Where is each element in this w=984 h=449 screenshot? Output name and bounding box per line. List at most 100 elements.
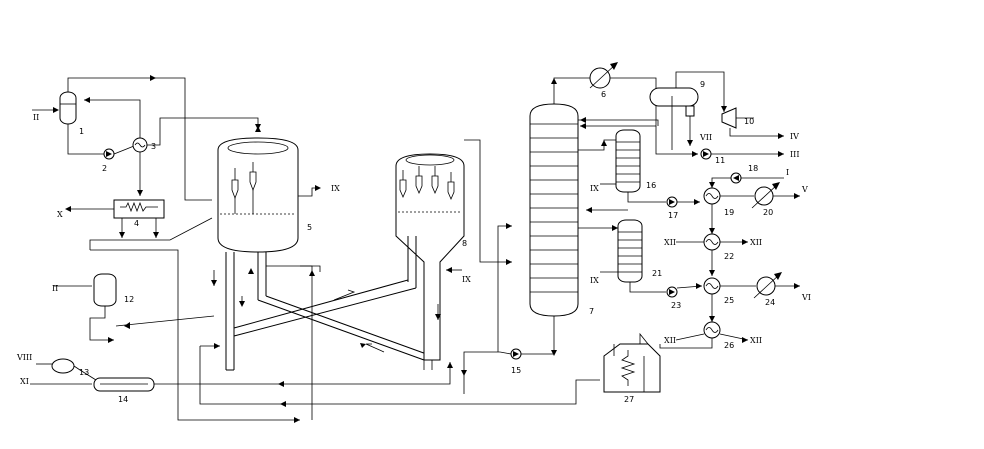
flow-arrow — [551, 78, 557, 84]
left-collector-line — [90, 249, 300, 421]
flow-arrow — [248, 268, 254, 274]
flow-arrow — [119, 232, 125, 238]
pump-17 — [666, 196, 678, 208]
flow-arrow — [580, 123, 586, 129]
label-16: 16 — [646, 181, 656, 190]
flow-arrow — [709, 270, 715, 276]
bottom-line-27 — [199, 346, 600, 405]
flow-arrow — [551, 350, 557, 356]
line-2-to-3 — [113, 145, 135, 155]
exchanger-19 — [703, 187, 721, 205]
label-10: 10 — [744, 117, 754, 126]
stream-IX-21-label: IX — [590, 276, 599, 285]
exchanger-3 — [132, 137, 148, 153]
flow-arrow — [580, 117, 586, 123]
flow-arrow — [360, 343, 366, 348]
flow-arrow — [214, 343, 220, 349]
flow-arrow — [601, 140, 607, 146]
label-23: 23 — [671, 301, 681, 310]
exchanger-26 — [703, 321, 721, 339]
stream-IX-regen-label: IX — [462, 275, 471, 284]
transfer-line-regen — [233, 279, 409, 329]
flow-arrow — [137, 190, 143, 196]
flow-arrow — [696, 283, 702, 289]
reactor-5 — [217, 137, 299, 253]
flow-arrow — [239, 301, 245, 307]
flow-arrow — [294, 417, 300, 423]
line-16-to-17 — [627, 192, 666, 203]
label-19: 19 — [724, 208, 734, 217]
flow-arrow — [794, 283, 800, 289]
line — [499, 351, 512, 355]
flow-arrow — [742, 239, 748, 245]
line — [300, 265, 321, 272]
flow-arrow — [150, 75, 156, 81]
label-4: 4 — [134, 219, 139, 228]
flow-arrow — [506, 223, 512, 229]
stream-XII-out-label-2: XII — [750, 336, 762, 345]
flow-arrow-line — [365, 343, 385, 353]
label-18: 18 — [748, 164, 758, 173]
label-7: 7 — [589, 307, 594, 316]
stream-VII-label: VII — [699, 133, 712, 142]
furnace-27 — [603, 343, 661, 393]
line-1-to-2 — [67, 124, 104, 155]
line-6-to-9 — [610, 77, 657, 90]
label-25: 25 — [724, 296, 734, 305]
label-27: 27 — [624, 395, 634, 404]
cooler-20 — [751, 182, 780, 209]
stream-II-label-2: II — [52, 284, 58, 293]
stream-XII-in-line-2 — [675, 333, 705, 341]
cooler-24 — [753, 272, 782, 299]
label-15: 15 — [511, 366, 521, 375]
return-line — [266, 265, 313, 420]
label-20: 20 — [763, 208, 773, 217]
pump-2 — [103, 148, 115, 160]
line-3-to-reactor — [147, 117, 259, 146]
stream-XII-in-label: XII — [664, 238, 676, 247]
label-11: 11 — [715, 156, 725, 165]
label-12: 12 — [124, 295, 134, 304]
label-24: 24 — [765, 298, 775, 307]
fractionator-7 — [529, 103, 579, 317]
label-9: 9 — [700, 80, 705, 89]
line-26-to-27 — [659, 338, 713, 349]
recycle-line-top — [67, 77, 212, 201]
stream-X-label: X — [57, 210, 63, 219]
exchanger-25 — [703, 277, 721, 295]
flow-arrow — [778, 151, 784, 157]
pump-23 — [666, 286, 678, 298]
flow-arrow — [255, 126, 261, 132]
flow-arrow — [612, 225, 618, 231]
regenerator-8 — [395, 153, 465, 370]
vessel-12 — [93, 273, 117, 307]
line-18-to-19 — [711, 177, 731, 188]
furnace-4 — [113, 199, 165, 219]
label-22: 22 — [724, 252, 734, 261]
label-14: 14 — [118, 395, 128, 404]
flow-arrow — [709, 316, 715, 322]
flow-arrow — [709, 182, 715, 188]
stream-IV-label: IV — [790, 132, 799, 141]
stream-IX-reactor-label: IX — [331, 184, 340, 193]
label-5: 5 — [307, 223, 312, 232]
label-13: 13 — [79, 368, 89, 377]
stream-VIII-label: VIII — [16, 353, 32, 362]
stream-IV-line — [729, 128, 784, 137]
transfer-line-spent — [257, 299, 425, 361]
line-3-to-1 — [84, 99, 141, 138]
label-8: 8 — [462, 239, 467, 248]
stream-XI-label: XI — [20, 377, 29, 386]
line-to-pump-11 — [655, 126, 698, 155]
bottom-line-return — [178, 362, 451, 385]
label-6: 6 — [601, 90, 606, 99]
flow-arrow-line — [333, 289, 356, 301]
stripper-21 — [617, 219, 643, 283]
line-12-out — [89, 306, 114, 341]
flow-arrow — [794, 193, 800, 199]
stream-III-label: III — [790, 150, 799, 159]
line-to-pump-15 — [463, 351, 500, 394]
compressor-10 — [721, 107, 737, 129]
line — [639, 332, 649, 345]
